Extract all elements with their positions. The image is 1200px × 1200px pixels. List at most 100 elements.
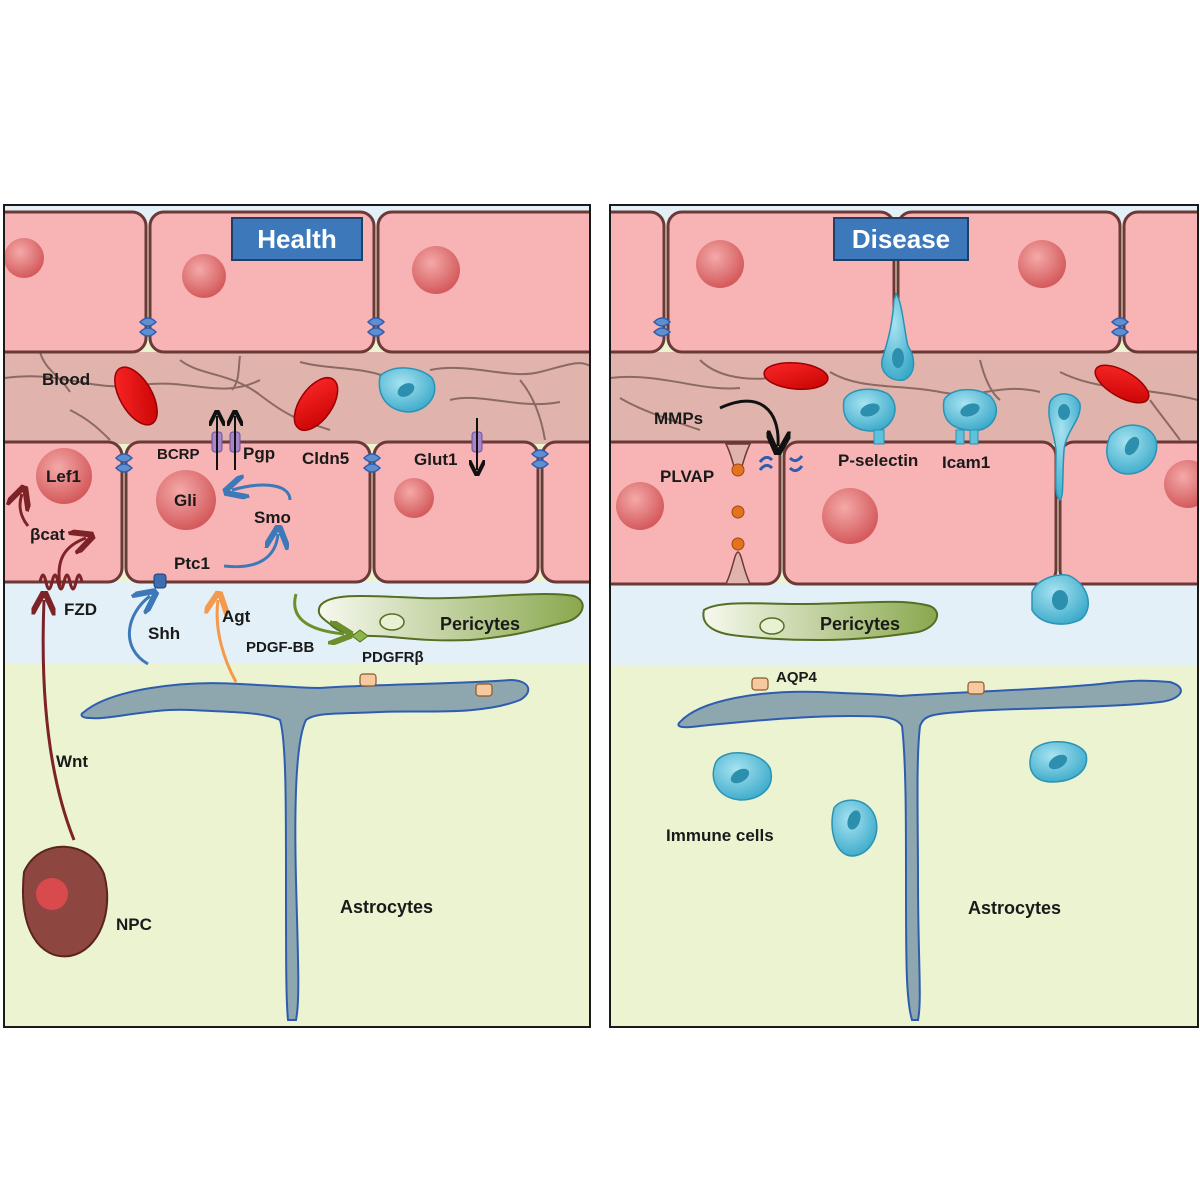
label-bcat: βcat xyxy=(30,525,65,544)
label-gli: Gli xyxy=(174,491,197,510)
icam1 xyxy=(969,429,979,445)
red-blood-cell xyxy=(1094,364,1150,404)
label-pgp: Pgp xyxy=(243,444,275,463)
nucleus xyxy=(822,488,878,544)
label-aqp4: AQP4 xyxy=(776,669,818,686)
smo-to-gli-arrow xyxy=(232,485,292,500)
label-plvap: PLVAP xyxy=(660,467,714,486)
tight-junction xyxy=(114,453,134,473)
health-panel: Health Blood Lef1 βcat FZD Wnt NPC BCRP … xyxy=(4,205,590,1027)
nucleus xyxy=(156,470,216,530)
immune-cell xyxy=(881,292,915,381)
label-lef1: Lef1 xyxy=(46,467,81,486)
pdgfrb-receptor xyxy=(351,629,369,643)
nucleus xyxy=(182,254,226,298)
nucleus xyxy=(616,482,664,530)
disrupted-junction xyxy=(758,455,774,471)
disease-title: Disease xyxy=(852,224,950,254)
label-smo: Smo xyxy=(254,508,291,527)
plvap-marker xyxy=(731,537,745,551)
health-title: Health xyxy=(257,224,336,254)
nucleus xyxy=(36,448,92,504)
label-pdgfrb: PDGFRβ xyxy=(362,649,424,666)
astrocyte xyxy=(80,678,530,1021)
health-title-box xyxy=(231,217,363,261)
ptc1-receptor xyxy=(153,573,167,589)
label-bcrp: BCRP xyxy=(157,446,200,463)
tight-junction xyxy=(652,317,672,337)
immune-cell xyxy=(1048,393,1081,501)
bcrp-transporter xyxy=(212,416,222,470)
tight-junction xyxy=(138,317,158,337)
pericyte xyxy=(702,600,939,642)
tight-junction xyxy=(1110,317,1130,337)
label-cldn5: Cldn5 xyxy=(302,449,349,468)
red-blood-cell xyxy=(763,362,829,390)
disease-panel-frame xyxy=(609,204,1199,1028)
plvap-marker xyxy=(731,463,745,477)
aqp4-channel xyxy=(475,683,493,697)
tight-junction xyxy=(530,449,550,469)
immune-cell xyxy=(378,367,436,413)
immune-cell xyxy=(842,388,896,445)
pdgfbb-arrow xyxy=(293,593,344,634)
label-immune-cells: Immune cells xyxy=(666,826,774,845)
label-astrocytes: Astrocytes xyxy=(968,898,1061,918)
label-pericytes: Pericytes xyxy=(440,614,520,634)
disease-panel: Disease MMPs PLVAP P-selectin Icam1 Peri… xyxy=(610,205,1198,1027)
blood-lumen xyxy=(4,352,590,444)
fzd-receptor xyxy=(38,573,84,591)
endothelial-cell xyxy=(4,210,148,354)
nucleus xyxy=(1018,240,1066,288)
aqp4-channel xyxy=(967,681,985,695)
label-mmps: MMPs xyxy=(654,409,703,428)
nucleus xyxy=(394,478,434,518)
mmps-arrow xyxy=(719,399,778,446)
shh-arrow xyxy=(128,596,150,666)
immune-cell xyxy=(942,388,998,445)
pgp-transporter xyxy=(230,416,240,470)
endothelial-cell xyxy=(1122,210,1198,354)
label-shh: Shh xyxy=(148,624,180,643)
label-astrocytes: Astrocytes xyxy=(340,897,433,917)
health-panel-frame xyxy=(3,204,591,1028)
nucleus xyxy=(696,240,744,288)
label-wnt: Wnt xyxy=(56,752,88,771)
icam1 xyxy=(955,429,965,445)
label-pselectin: P-selectin xyxy=(838,451,918,470)
label-pericytes: Pericytes xyxy=(820,614,900,634)
glut1-transporter xyxy=(472,418,482,470)
npc-cell xyxy=(22,845,109,958)
pericyte xyxy=(317,593,584,642)
endothelial-cell xyxy=(610,210,666,354)
endothelial-cell xyxy=(782,440,1058,586)
red-blood-cell xyxy=(293,377,339,431)
endothelial-cell xyxy=(376,210,590,354)
plvap-channel xyxy=(724,551,752,585)
wnt-arrow xyxy=(43,600,76,841)
immune-cell xyxy=(1029,741,1088,783)
agt-arrow xyxy=(217,600,238,683)
nucleus xyxy=(4,238,44,278)
immune-cell xyxy=(712,752,773,801)
tight-junction xyxy=(366,317,386,337)
immune-cell xyxy=(1106,424,1158,475)
tight-junction xyxy=(362,453,382,473)
label-npc: NPC xyxy=(116,915,152,934)
label-icam1: Icam1 xyxy=(942,453,990,472)
immune-cell xyxy=(1031,574,1090,625)
endothelial-cell xyxy=(372,440,540,584)
disease-title-box xyxy=(833,217,969,261)
bcat-arrow xyxy=(57,538,86,587)
aqp4-channel xyxy=(359,673,377,687)
label-agt: Agt xyxy=(222,607,251,626)
nucleus xyxy=(1164,460,1198,508)
disrupted-junction xyxy=(788,455,804,473)
p-selectin xyxy=(873,429,885,445)
aqp4-channel xyxy=(751,677,769,691)
astrocyte xyxy=(677,679,1182,1021)
endothelial-cell xyxy=(540,440,590,584)
red-blood-cell xyxy=(114,366,158,426)
label-fzd: FZD xyxy=(64,600,97,619)
